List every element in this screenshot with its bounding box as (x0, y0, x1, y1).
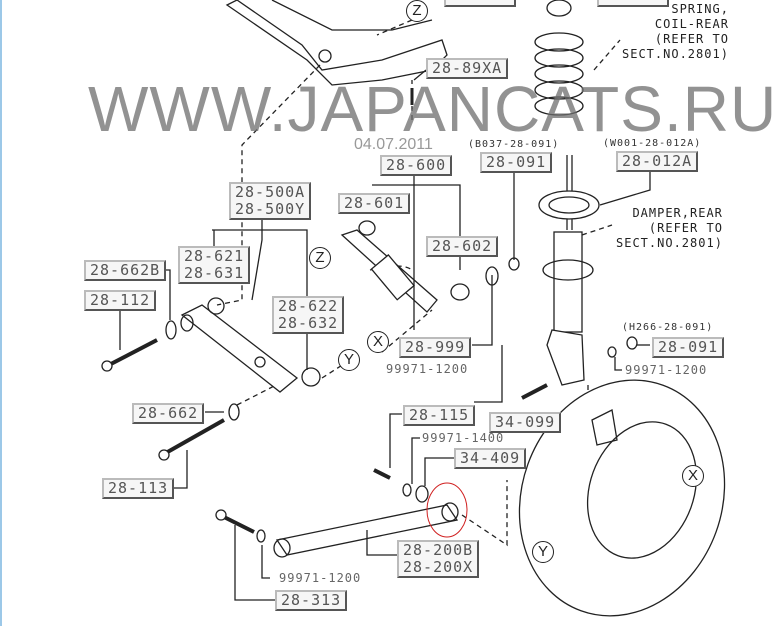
leader-lines (119, 69, 651, 601)
part-ref-w001: (W001-28-012A) (603, 138, 702, 149)
spring-note: SPRING, COIL-REAR (REFER TO SECT.NO.2801… (622, 2, 729, 62)
callout-z: Z (406, 0, 428, 22)
callout-z: Z (309, 247, 331, 269)
part-28-602[interactable]: 28-602 (426, 236, 499, 257)
part-34-409[interactable]: 34-409 (454, 448, 527, 469)
part-label-cropped[interactable] (444, 0, 516, 7)
upper-arm (340, 220, 470, 313)
damper-note-line: SECT.NO.2801) (616, 236, 723, 250)
spring-note-line: SECT.NO.2801) (622, 47, 729, 61)
part-28-999[interactable]: 28-999 (399, 337, 472, 358)
spring-note-line: SPRING, (671, 2, 729, 16)
part-number: 28-500A (235, 183, 306, 201)
part-number: 28-200X (403, 558, 474, 576)
part-28-601[interactable]: 28-601 (338, 193, 411, 214)
part-28-89xa[interactable]: 28-89XA (426, 58, 509, 79)
spring-note-line: (REFER TO (654, 32, 729, 46)
part-99971-1200[interactable]: 99971-1200 (625, 363, 708, 377)
part-number: 28-621 (184, 247, 245, 265)
part-28-113[interactable]: 28-113 (102, 478, 175, 499)
part-number: 28-200B (403, 541, 474, 559)
damper-note-line: (REFER TO (648, 221, 723, 235)
wheel-hub (518, 379, 726, 617)
part-34-099[interactable]: 34-099 (489, 412, 562, 433)
callout-y: Y (532, 541, 554, 563)
part-99971-1400[interactable]: 99971-1400 (422, 431, 505, 445)
callout-x: X (682, 465, 704, 487)
part-28-091[interactable]: 28-091 (652, 337, 725, 358)
damper-note-line: DAMPER,REAR (632, 206, 723, 220)
damper (538, 155, 600, 386)
lower-arm (165, 297, 321, 393)
part-number: 28-622 (278, 297, 339, 315)
date-stamp: 04.07.2011 (354, 136, 433, 153)
part-28-313[interactable]: 28-313 (275, 590, 348, 611)
part-28-112[interactable]: 28-112 (84, 290, 157, 311)
watermark: WWW.JAPANCATS.RU (88, 73, 778, 145)
bolts (101, 88, 638, 543)
part-28-662[interactable]: 28-662 (132, 403, 205, 424)
part-28-115[interactable]: 28-115 (403, 405, 476, 426)
part-28-012a[interactable]: 28-012A (616, 151, 699, 172)
damper-note: DAMPER,REAR (REFER TO SECT.NO.2801) (616, 206, 723, 251)
spring-note-line: COIL-REAR (654, 17, 729, 31)
coil-spring (534, 0, 584, 116)
highlight-circle (426, 482, 468, 538)
part-28-600[interactable]: 28-600 (380, 155, 453, 176)
part-99971-1200[interactable]: 99971-1200 (279, 571, 362, 585)
callout-x: X (367, 331, 389, 353)
part-ref-h266: (H266-28-091) (622, 322, 714, 333)
part-99971-1200[interactable]: 99971-1200 (386, 362, 469, 376)
part-ref-b037: (B037-28-091) (468, 139, 560, 150)
part-number: 28-632 (278, 314, 339, 332)
part-label-cropped[interactable] (597, 0, 669, 7)
part-number: 28-631 (184, 264, 245, 282)
part-number: 28-500Y (235, 200, 306, 218)
part-28-662b[interactable]: 28-662B (84, 260, 167, 281)
callout-y: Y (338, 349, 360, 371)
part-28-091[interactable]: 28-091 (480, 152, 553, 173)
